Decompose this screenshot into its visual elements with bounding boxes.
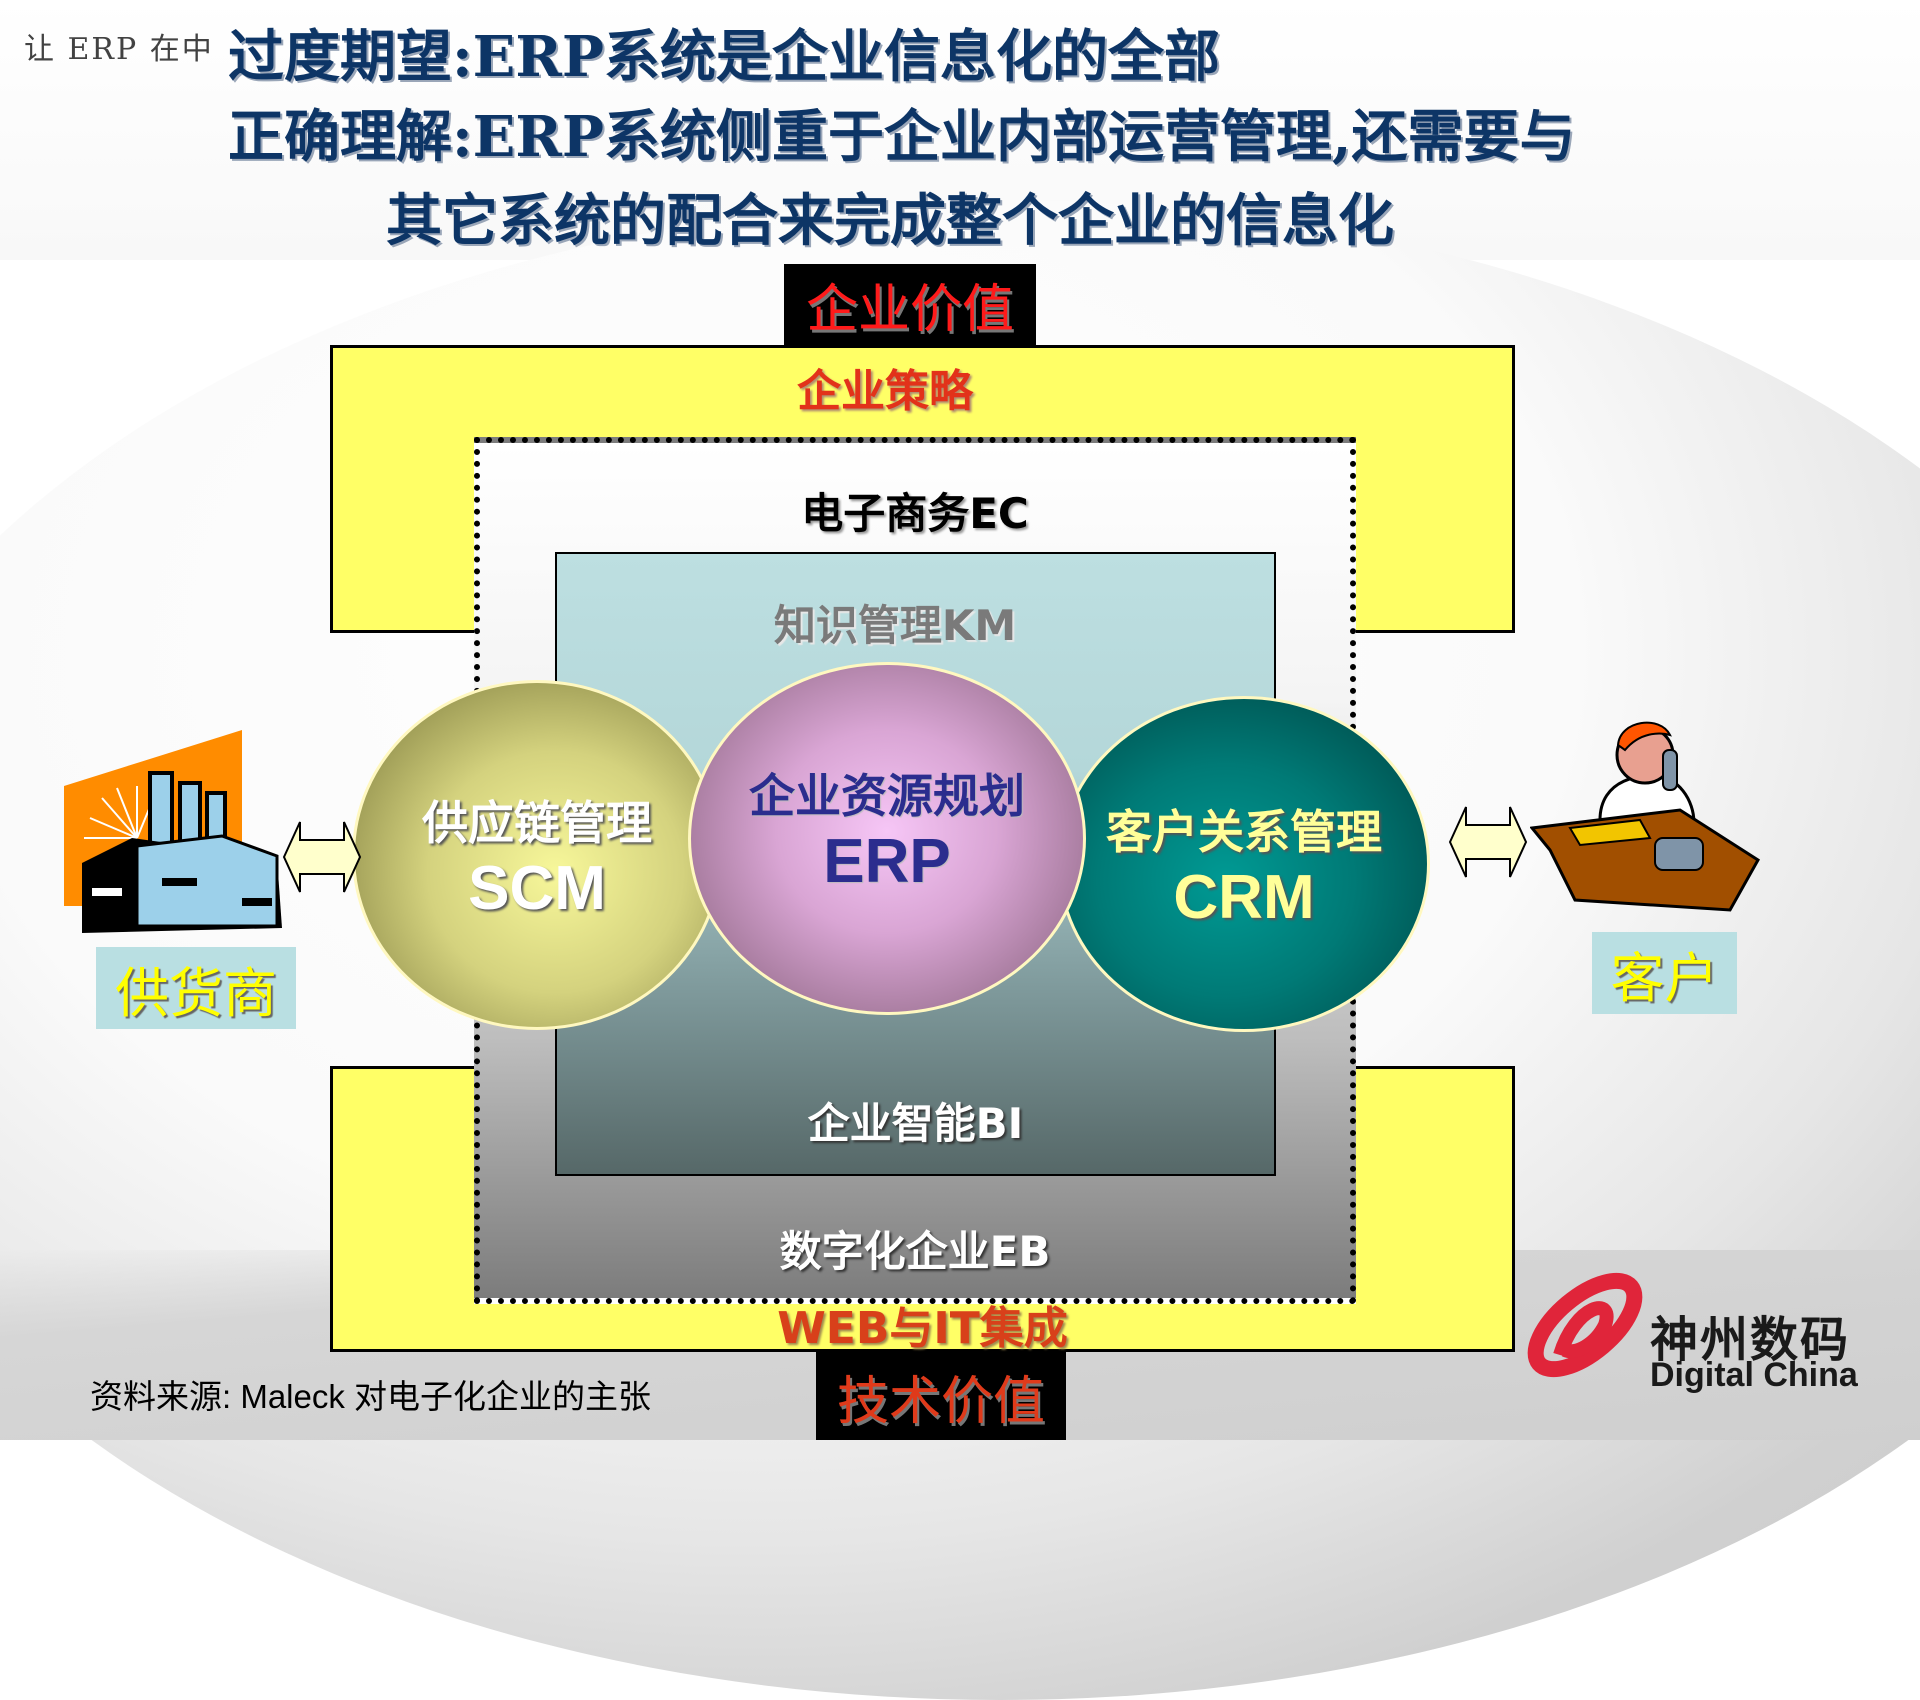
- brand-english-name: Digital China: [1650, 1356, 1858, 1394]
- ec-label: 电子商务EC: [801, 489, 1029, 538]
- bi-label: 企业智能BI: [807, 1099, 1024, 1148]
- technical-value-box: 技术价值: [816, 1352, 1066, 1440]
- crm-cn-label: 客户关系管理: [1106, 804, 1382, 859]
- crm-en-label: CRM: [1173, 862, 1315, 932]
- scm-en-label: SCM: [468, 853, 606, 923]
- title-line-3: 其它系统的配合来完成整个企业的信息化: [386, 188, 1394, 254]
- strategy-label: 企业策略: [797, 366, 973, 417]
- double-arrow-right-icon: [1448, 806, 1528, 878]
- corner-logo-text: 让 ERP 在中: [24, 32, 214, 67]
- digital-china-logo-icon: [1527, 1272, 1643, 1378]
- erp-en-label: ERP: [823, 827, 951, 896]
- web-it-label: WEB与IT集成: [777, 1303, 1068, 1354]
- factory-icon: [64, 730, 282, 933]
- erp-ellipse: 企业资源规划 ERP: [688, 662, 1086, 1015]
- eb-label: 数字化企业EB: [779, 1227, 1051, 1276]
- scm-cn-label: 供应链管理: [422, 795, 652, 850]
- customer-at-desk-icon: [1530, 721, 1760, 912]
- crm-ellipse: 客户关系管理 CRM: [1058, 696, 1430, 1032]
- brand-chinese-name: 神州数码: [1650, 1312, 1851, 1368]
- technical-value-label: 技术价值: [836, 1371, 1045, 1432]
- source-note: 资料来源: Maleck 对电子化企业的主张: [90, 1378, 652, 1415]
- supplier-label: 供货商: [115, 961, 277, 1025]
- scm-ellipse: 供应链管理 SCM: [352, 680, 722, 1030]
- customer-caption: 客户: [1592, 932, 1737, 1014]
- km-label: 知识管理KM: [773, 601, 1017, 650]
- enterprise-value-box: 企业价值: [784, 264, 1036, 345]
- enterprise-value-label: 企业价值: [805, 280, 1014, 340]
- title-line-2: 正确理解:ERP系统侧重于企业内部运营管理,还需要与: [228, 104, 1576, 170]
- supplier-caption: 供货商: [96, 947, 296, 1029]
- erp-cn-label: 企业资源规划: [749, 769, 1025, 823]
- customer-label: 客户: [1610, 946, 1719, 1010]
- double-arrow-left-icon: [282, 821, 362, 893]
- title-line-1: 过度期望:ERP系统是企业信息化的全部: [228, 24, 1221, 90]
